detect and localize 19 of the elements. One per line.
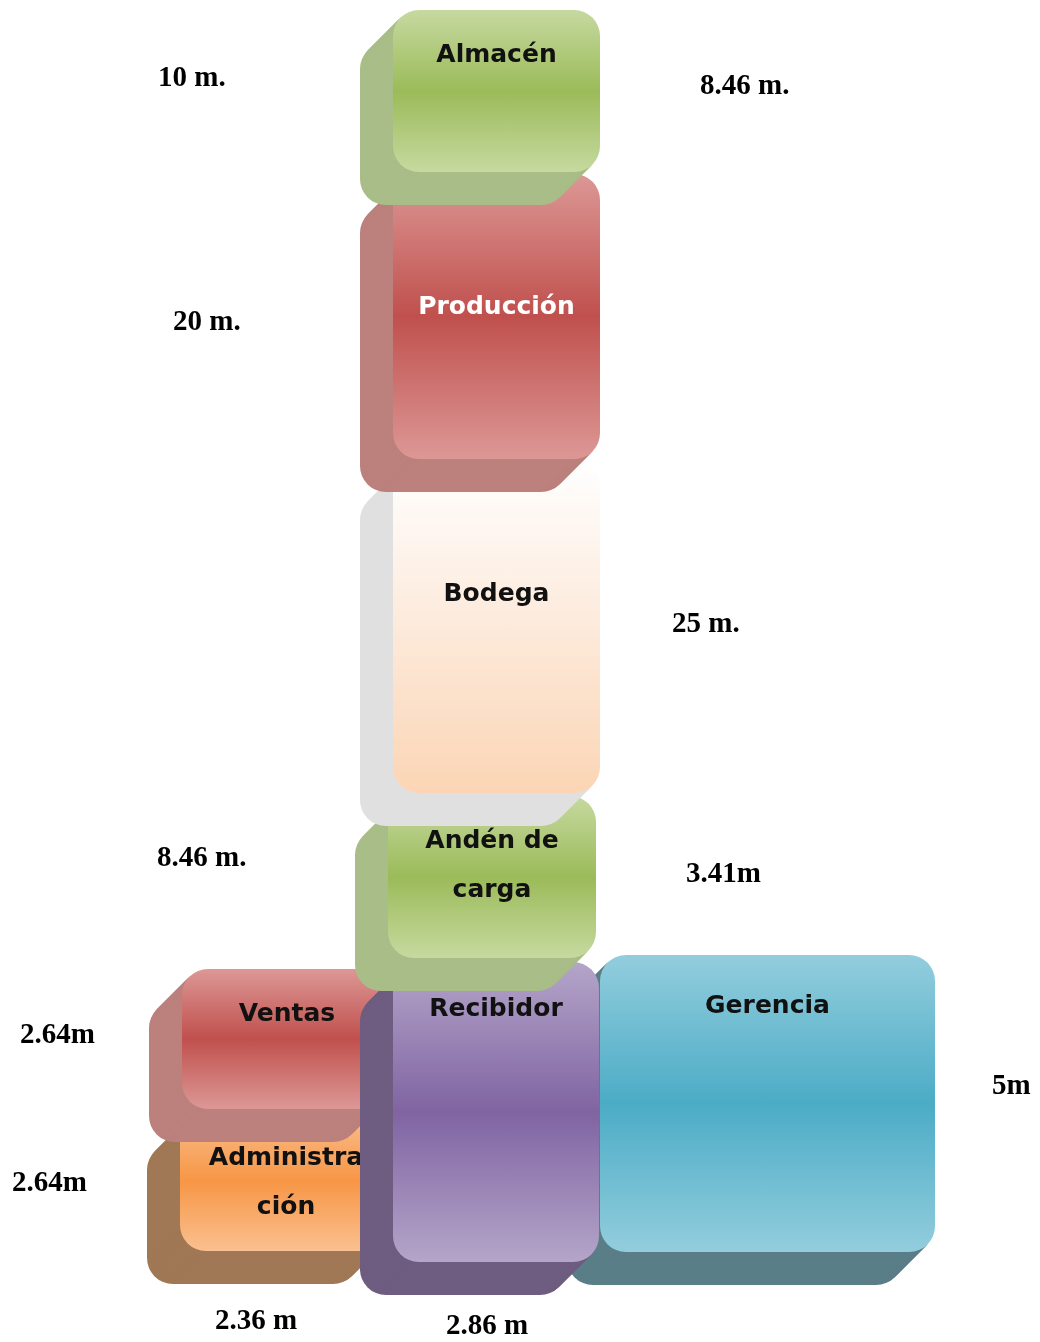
dimension-label: 2.86 m	[446, 1308, 529, 1341]
dimension-label: 25 m.	[672, 606, 740, 639]
room-name: Gerencia	[704, 989, 831, 1021]
dimension-label: 3.41m	[686, 856, 761, 889]
room-name: Recibidor	[428, 992, 564, 1024]
dimension-label: 8.46 m.	[700, 68, 790, 101]
room-name: Andén de carga	[424, 824, 560, 905]
dimension-label: 10 m.	[158, 60, 226, 93]
dimension-label: 20 m.	[173, 304, 241, 337]
dimension-label: 2.64m	[20, 1017, 95, 1050]
dimension-label: 5m	[992, 1068, 1031, 1101]
room-name: Almacén	[435, 38, 558, 70]
room-name: Ventas	[237, 997, 337, 1029]
dimension-label: 2.64m	[12, 1165, 87, 1198]
room-name: Bodega	[442, 577, 551, 609]
dimension-label: 2.36 m	[215, 1303, 298, 1336]
dimension-label: 8.46 m.	[157, 840, 247, 873]
room-name: Administra ción	[207, 1141, 365, 1222]
room-name: Producción	[417, 290, 576, 322]
